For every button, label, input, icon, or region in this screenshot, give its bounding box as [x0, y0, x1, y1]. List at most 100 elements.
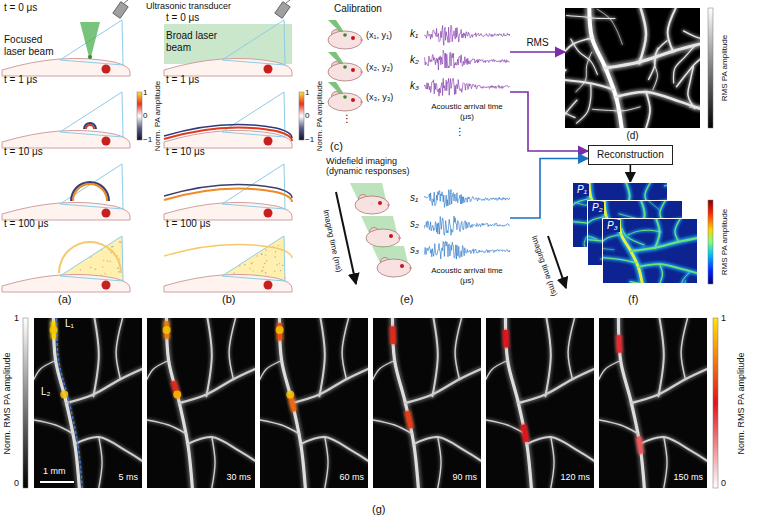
annotation: (x₂, y₂) [366, 62, 393, 72]
pa-frame [2, 92, 130, 148]
pa-wavefront [70, 181, 110, 201]
vessel [577, 84, 591, 123]
speckle [244, 264, 246, 266]
speckle [280, 270, 282, 272]
vessel [229, 318, 235, 379]
signal-name: s₂ [410, 218, 419, 230]
vessel [674, 46, 695, 83]
axis-label: Norm. PA amplitude [153, 74, 163, 158]
pa-signal [424, 216, 510, 235]
ultrasonic-transducer [275, 2, 290, 19]
flow-highlight [505, 318, 531, 488]
vessel-core [602, 218, 698, 284]
speckle [102, 266, 104, 268]
vessel [34, 361, 56, 380]
axis-label: Norm. PA amplitude [315, 74, 325, 158]
laser-spot [343, 65, 347, 69]
vessel-core [373, 318, 481, 488]
vessel-plot [565, 8, 700, 128]
vessel [639, 8, 646, 63]
speckle [256, 255, 258, 257]
speckle [265, 272, 267, 274]
annotation: t = 1 μs [4, 74, 37, 86]
transducer-field [222, 236, 285, 281]
pa-wavefront [58, 241, 122, 273]
mouse-head [2, 202, 130, 220]
speckle [276, 264, 278, 266]
pa-frame [164, 164, 292, 220]
vessel [568, 318, 574, 379]
vessel-glow [34, 318, 142, 488]
vessel [640, 437, 707, 461]
vessel [486, 361, 508, 380]
vessel [655, 218, 660, 248]
vessel [66, 369, 142, 403]
vessel-stack [572, 182, 698, 284]
pa-signal [424, 78, 510, 96]
annotation: (x₁, y₁) [366, 30, 392, 40]
mouse-head [328, 31, 362, 49]
vessel [576, 52, 592, 92]
flow-highlight [618, 318, 644, 488]
vessel [602, 244, 614, 250]
mouse-head [2, 274, 130, 292]
vessel [432, 318, 437, 396]
image-ground [34, 318, 142, 488]
mouse-icon [328, 20, 363, 49]
annotation: t = 10 μs [4, 146, 43, 158]
mouse-nose [360, 71, 362, 73]
mouse-eye [351, 68, 355, 72]
vessel [638, 264, 698, 273]
vessel [301, 437, 368, 461]
vessel [373, 361, 395, 380]
vessel [675, 218, 681, 242]
vessel [99, 437, 102, 488]
signal-plot [424, 186, 510, 264]
vessel [179, 369, 255, 403]
laser-spot [343, 95, 347, 99]
vessel [545, 318, 550, 396]
measure-point [60, 390, 68, 398]
annotation: 90 ms [435, 472, 477, 482]
vessel [565, 100, 577, 128]
broad-laser-beam [164, 24, 292, 64]
vessel [212, 437, 215, 488]
mouse-eye [264, 209, 273, 218]
vessel [681, 318, 687, 379]
speckle [275, 251, 277, 253]
mouse-eye [378, 201, 382, 205]
vessel [188, 437, 255, 461]
annotation: 1 [143, 88, 147, 97]
vessel [405, 369, 481, 403]
vessel [668, 8, 676, 51]
vessel [568, 318, 574, 379]
vessel [147, 361, 169, 380]
transducer-field [222, 164, 285, 209]
flow-highlight [166, 318, 192, 488]
flow-highlight [392, 318, 418, 488]
panel-letter: (a) [58, 293, 71, 306]
speckle [109, 261, 111, 263]
vessel [597, 9, 622, 44]
vessel [551, 437, 554, 488]
vessel [635, 200, 660, 211]
vessel [658, 318, 663, 396]
mouse-eye [264, 65, 273, 74]
measure-point [163, 326, 171, 334]
transducer-field [60, 20, 123, 65]
frame-name: P₁ [575, 184, 589, 196]
vessel [116, 318, 122, 379]
vessel-image [565, 8, 700, 128]
pa-frame [2, 236, 130, 292]
speckle [274, 256, 276, 258]
annotation: 30 ms [209, 472, 251, 482]
vessel [438, 437, 441, 488]
annotation: Calibration [334, 3, 382, 15]
vessel-core [599, 318, 707, 488]
annotation: t = 100 μs [4, 218, 48, 230]
mouse-eye [264, 137, 273, 146]
vessel [599, 420, 638, 434]
annotation: Broad laser beam [166, 30, 218, 53]
axis-label: Norm. RMS PA amplitude [2, 323, 13, 483]
vessel [565, 70, 566, 97]
